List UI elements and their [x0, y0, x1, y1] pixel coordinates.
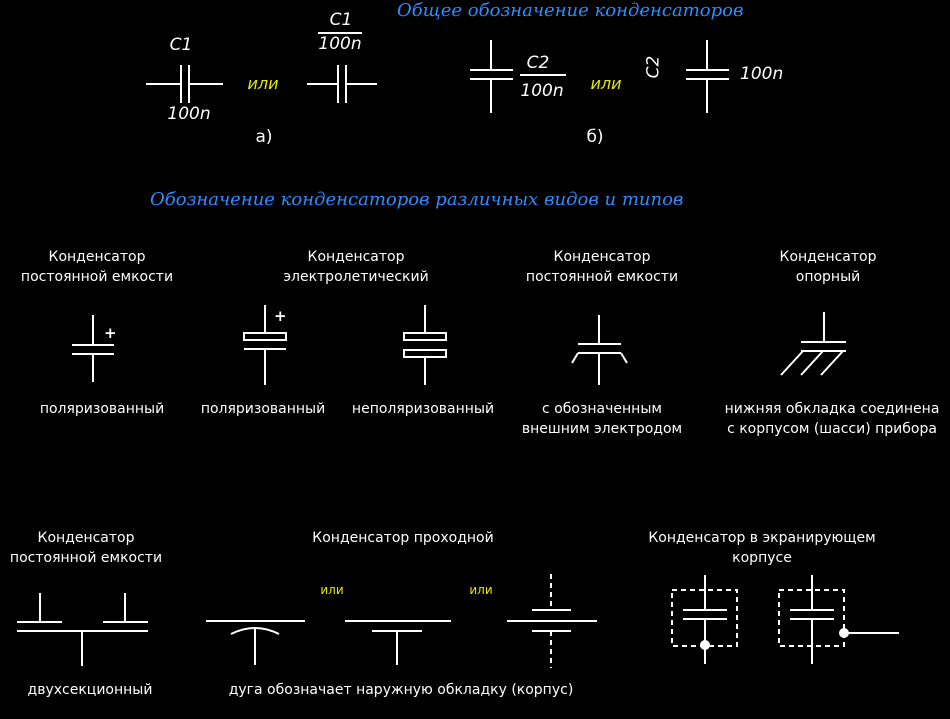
- shielded-capacitor-symbol-2: [778, 575, 899, 664]
- feedthrough-heading: Конденсатор проходной: [312, 530, 494, 546]
- capacitor-reference-symbol: [780, 312, 846, 376]
- c2-label: C2: [526, 53, 550, 73]
- c1b-value: 100n: [318, 34, 362, 54]
- types-title: Обозначение конденсаторов различных видо…: [150, 189, 684, 210]
- reference-heading-line1: Конденсатор: [779, 249, 877, 265]
- caption-a: а): [255, 127, 273, 147]
- fixed2-heading-line1: Конденсатор: [553, 249, 651, 265]
- plus-sign-polarized-1: +: [104, 324, 117, 342]
- electrolytic-nonpolarized-symbol: [403, 305, 447, 385]
- feedthrough-arc-symbol: [206, 620, 305, 665]
- shielded-heading-line1: Конденсатор в экранирующем: [648, 530, 876, 546]
- electrolytic-heading-line1: Конденсатор: [307, 249, 405, 265]
- c1-value: 100n: [167, 104, 211, 124]
- electrolytic-polarized-symbol: [243, 305, 287, 385]
- or-a: или: [247, 74, 279, 93]
- c2b-value: 100n: [740, 64, 784, 84]
- dual-section-caption: двухсекционный: [27, 682, 153, 698]
- reference-caption-line2: с корпусом (шасси) прибора: [727, 421, 937, 437]
- reference-caption-line1: нижняя обкладка соединена: [724, 401, 940, 417]
- fixed-heading-line2: постоянной емкости: [20, 269, 174, 285]
- feedthrough-dashed-symbol: [507, 574, 597, 668]
- or-feedthrough-2: или: [469, 583, 493, 597]
- outer-electrode-caption-line1: с обозначенным: [542, 401, 662, 417]
- reference-heading-line2: опорный: [795, 269, 861, 285]
- feedthrough-t-symbol: [345, 620, 451, 665]
- polarized-caption-2: поляризованный: [200, 401, 326, 417]
- plus-sign-polarized-2: +: [274, 307, 287, 325]
- c1b-label: C1: [329, 10, 353, 30]
- shielded-capacitor-symbol-1: [671, 575, 738, 664]
- c1-label: C1: [169, 35, 193, 55]
- c2-value: 100n: [520, 81, 564, 101]
- capacitor-symbol-b2: [686, 40, 729, 113]
- capacitor-outer-electrode-symbol: [571, 315, 628, 385]
- dual-fixed-heading-line2: постоянной емкости: [9, 550, 163, 566]
- dual-section-capacitor-symbol: [17, 593, 148, 666]
- capacitor-symbol-a2: [307, 32, 377, 103]
- general-title: Общее обозначение конденсаторов: [397, 0, 744, 21]
- dual-fixed-heading-line1: Конденсатор: [37, 530, 135, 546]
- capacitor-symbol-a1: [146, 65, 223, 103]
- arc-caption: дуга обозначает наружную обкладку (корпу…: [228, 682, 574, 698]
- capacitor-symbol-b1: [470, 40, 566, 113]
- outer-electrode-caption-line2: внешним электродом: [521, 421, 683, 437]
- fixed2-heading-line2: постоянной емкости: [525, 269, 679, 285]
- capacitor-polarized-symbol: [72, 315, 114, 382]
- shielded-heading-line2: корпусе: [732, 550, 792, 566]
- fixed-heading-line1: Конденсатор: [48, 249, 146, 265]
- or-b: или: [590, 74, 622, 93]
- electrolytic-heading-line2: электролетический: [283, 269, 429, 285]
- nonpolarized-caption: неполяризованный: [351, 401, 495, 417]
- caption-b: б): [586, 127, 604, 147]
- polarized-caption-1: поляризованный: [39, 401, 165, 417]
- or-feedthrough-1: или: [320, 583, 344, 597]
